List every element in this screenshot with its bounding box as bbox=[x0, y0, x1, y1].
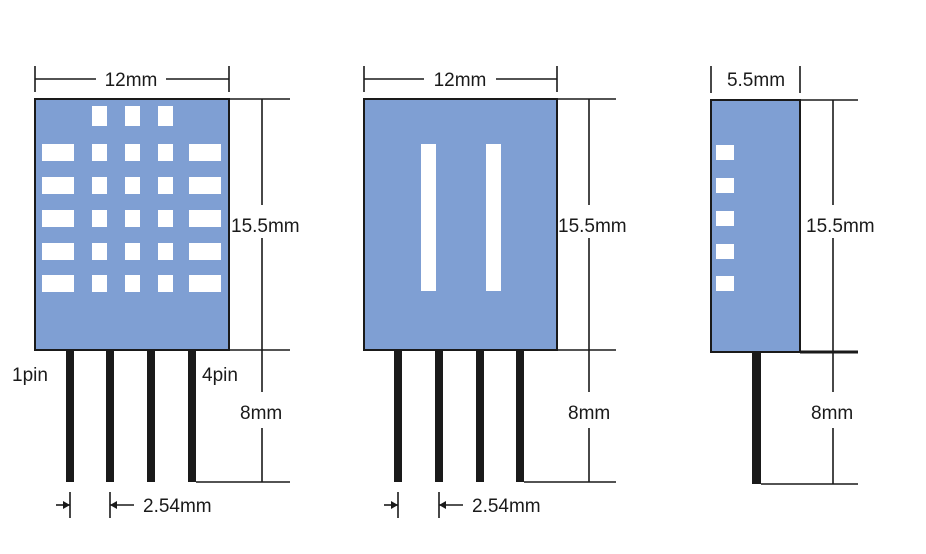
side-width-label: 5.5mm bbox=[727, 70, 785, 91]
front-view: 12mm bbox=[12, 66, 300, 518]
front-vent-grid bbox=[42, 106, 221, 292]
back-pin-length-label: 8mm bbox=[568, 403, 610, 424]
back-pin-length-dimension: 8mm bbox=[524, 350, 616, 483]
front-pin-length-label: 8mm bbox=[240, 403, 282, 424]
back-width-label: 12mm bbox=[434, 70, 487, 91]
front-pitch-label: 2.54mm bbox=[143, 496, 212, 517]
front-width-label: 12mm bbox=[105, 70, 158, 91]
front-width-dimension: 12mm bbox=[34, 66, 230, 92]
pin1-label: 1pin bbox=[12, 365, 48, 386]
back-pins bbox=[394, 350, 524, 482]
front-pin-length-dimension: 8mm bbox=[196, 350, 290, 483]
front-pins bbox=[66, 350, 196, 482]
front-height-dimension: 15.5mm bbox=[229, 98, 300, 351]
side-width-dimension: 5.5mm bbox=[710, 66, 801, 93]
front-height-label: 15.5mm bbox=[231, 216, 300, 237]
back-pitch-label: 2.54mm bbox=[472, 496, 541, 517]
back-height-dimension: 15.5mm bbox=[557, 98, 627, 351]
side-height-label: 15.5mm bbox=[806, 216, 875, 237]
pin4-label: 4pin bbox=[202, 365, 238, 386]
back-sensor-body bbox=[363, 98, 558, 351]
back-width-dimension: 12mm bbox=[363, 66, 558, 92]
front-pitch-dimension: 2.54mm bbox=[56, 492, 212, 518]
side-pin bbox=[752, 352, 761, 484]
side-pin-length-label: 8mm bbox=[811, 403, 853, 424]
back-height-label: 15.5mm bbox=[558, 216, 627, 237]
back-slot-left bbox=[421, 144, 436, 291]
back-slot-right bbox=[486, 144, 501, 291]
back-pitch-dimension: 2.54mm bbox=[384, 492, 541, 518]
side-pin-length-dimension: 8mm bbox=[761, 352, 858, 485]
side-vent-holes bbox=[716, 145, 734, 291]
side-view: 5.5mm 15.5mm 8mm bbox=[710, 66, 875, 485]
back-view: 12mm 15.5mm 8mm bbox=[363, 66, 627, 518]
side-height-dimension: 15.5mm bbox=[800, 99, 875, 354]
